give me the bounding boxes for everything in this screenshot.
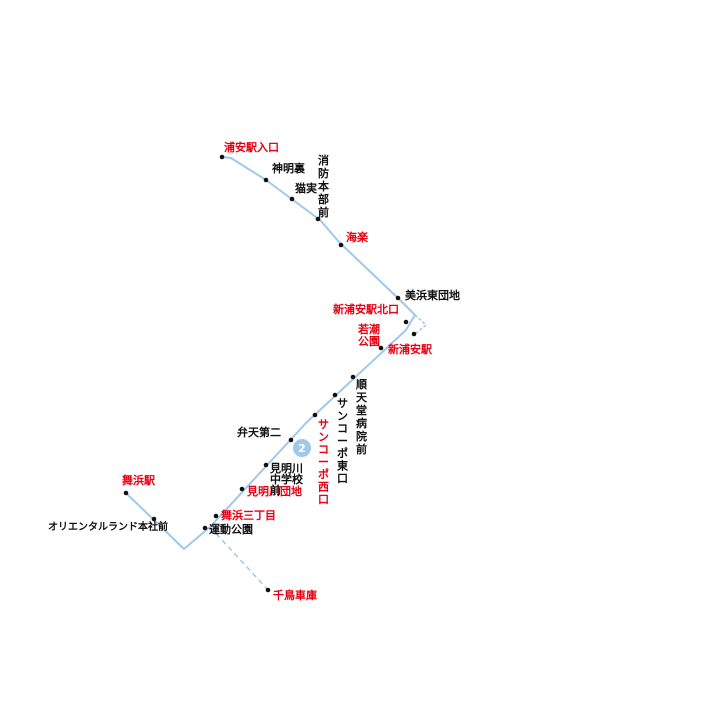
route-branch-dashed-loop	[414, 314, 428, 335]
stop-marker-maihama-sanchome[interactable]	[213, 513, 219, 519]
label-sunkopo-higashi[interactable]: サンコーポ東口	[337, 397, 349, 485]
stop-marker-kairaku[interactable]	[338, 242, 344, 248]
stop-marker-wakashio-koen[interactable]	[411, 331, 417, 337]
label-urayasu-iriguchi[interactable]: 浦安駅入口	[224, 140, 279, 154]
stop-marker-benten-daini[interactable]	[288, 437, 294, 443]
stop-marker-mihama-higashi[interactable]	[395, 295, 401, 301]
stop-marker-juntendo[interactable]	[350, 374, 356, 380]
stop-marker-mimyogawa-chugakko[interactable]	[263, 462, 269, 468]
label-maihama-sanchome[interactable]: 舞浜三丁目	[221, 508, 276, 522]
stop-marker-sunkopo-higashi[interactable]	[332, 392, 338, 398]
stop-labels: 浦安駅入口 神明裏 猫実 海楽 美浜東団地 新浦安駅北口 新浦安駅 弁天第二 見…	[48, 140, 460, 602]
stop-marker-sunkopo-nishi[interactable]	[312, 412, 318, 418]
label-juntendo[interactable]: 順天堂病院前	[356, 377, 368, 456]
label-benten-daini[interactable]: 弁天第二	[237, 425, 281, 439]
route-branch-to-depot	[209, 526, 269, 591]
label-kairaku[interactable]: 海楽	[346, 230, 369, 244]
stop-marker-maihama-eki[interactable]	[123, 490, 129, 496]
label-shin-urayasu-kitaguchi[interactable]: 新浦安駅北口	[333, 302, 399, 316]
route-number-badge: 2	[293, 439, 311, 457]
stop-marker-shin-urayasu-kitaguchi[interactable]	[403, 319, 409, 325]
stop-marker-nekozane[interactable]	[289, 196, 295, 202]
label-undo-koen[interactable]: 運動公園	[209, 522, 253, 536]
route-badge-number: 2	[298, 442, 306, 455]
stop-marker-oriental-land[interactable]	[151, 516, 157, 522]
label-shobo-honbu[interactable]: 消防本部前	[318, 153, 329, 219]
label-nekozane[interactable]: 猫実	[295, 181, 317, 195]
stop-marker-shobo-honbu[interactable]	[315, 216, 321, 222]
label-mimyogawa-chugakko[interactable]: 見明川中学校前	[269, 462, 304, 497]
stop-marker-mimyogawa-danchi[interactable]	[239, 486, 245, 492]
label-oriental-land[interactable]: オリエンタルランド本社前	[48, 520, 168, 533]
route-badge-circle	[293, 439, 311, 457]
stop-marker-shinmeiura[interactable]	[263, 177, 269, 183]
label-mimyogawa-danchi[interactable]: 見明川団地	[246, 484, 302, 498]
label-sunkopo-nishi[interactable]: サンコーポ西口	[318, 418, 329, 506]
label-mihama-higashi-danchi[interactable]: 美浜東団地	[405, 288, 460, 302]
label-maihama-eki[interactable]: 舞浜駅	[122, 473, 155, 487]
stop-marker-shin-urayasu[interactable]	[378, 345, 384, 351]
stop-markers	[123, 154, 417, 593]
label-wakashio-koen[interactable]: 若潮公園	[358, 322, 380, 348]
label-shin-urayasu[interactable]: 新浦安駅	[388, 342, 432, 356]
stop-marker-urayasu-iriguchi[interactable]	[219, 154, 225, 160]
label-shinmeiura[interactable]: 神明裏	[272, 161, 306, 175]
label-chidori-shako[interactable]: 千鳥車庫	[273, 588, 317, 602]
stop-marker-chidori-shako[interactable]	[265, 587, 271, 593]
stop-marker-undo-koen[interactable]	[202, 525, 208, 531]
